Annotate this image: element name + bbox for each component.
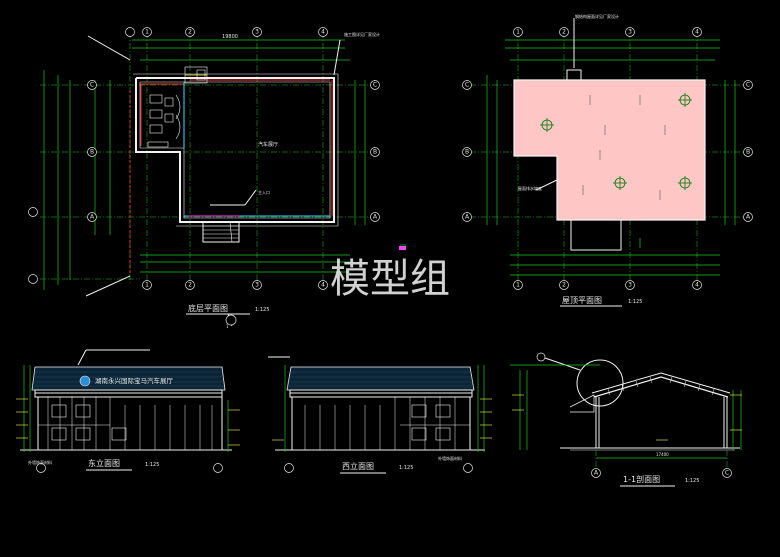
section-axis-right: C (725, 470, 729, 477)
roof-grid-bottom-1: 1 (516, 282, 520, 289)
plan-note-top: 施工图详见厂家设计 (344, 31, 380, 37)
roof-grid-bottom-3: 3 (628, 282, 632, 289)
ground-floor-caption: 底层平面图 (188, 303, 228, 313)
watermark-text: 模型组 (330, 256, 450, 302)
east-elevation-scale: 1:125 (145, 462, 159, 468)
section-mark-label: 1 (226, 324, 229, 329)
roof-grid-4: 4 (695, 29, 699, 36)
roof-plan: 1 2 3 4 1 2 3 4 C B A C B A 钢结构屋面详见厂家设计 … (462, 13, 753, 307)
grid-bubbles-side: C B A C B A (28, 80, 380, 284)
ground-floor-plan: 1 2 3 4 1 2 3 4 C B A C B A 19800 施工图详见厂… (28, 27, 406, 329)
roof-grid-b-right: B (746, 149, 750, 156)
room-label: 汽车展厅 (258, 141, 278, 148)
roof-grid-1: 1 (516, 29, 520, 36)
grid-label-1: 1 (145, 29, 149, 36)
entrance-label: 主入口 (258, 189, 270, 195)
roof-grid-3: 3 (628, 29, 632, 36)
west-note: 外墙饰面材料 (438, 455, 462, 461)
grid-label-bottom-3: 3 (255, 282, 259, 289)
roof-grid-bottom-4: 4 (695, 282, 699, 289)
east-elevation-caption: 东立面图 (88, 458, 120, 468)
roof-grid-a-left: A (465, 214, 470, 221)
east-elevation: 湖南永兴国际宝马汽车展厅 (16, 349, 240, 473)
roof-grid-c-right: C (746, 82, 750, 89)
grid-label-3: 3 (255, 29, 259, 36)
section-caption: 1-1剖面图 (623, 474, 660, 484)
plan-dimension-top: 19800 (222, 34, 238, 40)
section-1-1: A C 17400 1-1剖面图 1:125 (510, 352, 742, 487)
section-span-label: 17400 (656, 452, 669, 457)
grid-bubbles-bottom: 1 2 3 4 (142, 280, 328, 290)
grid-label-bottom-2: 2 (188, 282, 192, 289)
east-sign-text: 湖南永兴国际宝马汽车展厅 (95, 376, 174, 385)
grid-label-a-right: A (373, 214, 378, 221)
roof-grid-a-right: A (746, 214, 751, 221)
roof-grid-2: 2 (562, 29, 566, 36)
west-elevation-caption: 西立面图 (342, 461, 374, 471)
grid-label-bottom-1: 1 (145, 282, 149, 289)
roof-note-top: 钢结构屋面详见厂家设计 (575, 13, 619, 19)
grid-label-a-left: A (90, 214, 95, 221)
grid-bubbles-top: 1 2 3 4 (125, 27, 328, 37)
section-axis-left: A (594, 470, 599, 477)
grid-label-c-left: C (90, 82, 94, 89)
grid-label-b-right: B (373, 149, 377, 156)
west-elevation: 外墙饰面材料 西立面图 1:125 (268, 356, 492, 474)
grid-label-c-right: C (373, 82, 377, 89)
roof-grid-b-left: B (465, 149, 469, 156)
grid-label-b-left: B (90, 149, 94, 156)
roof-note-left: 屋面排水坡度 (518, 185, 542, 191)
roof-grid-c-left: C (465, 82, 469, 89)
grid-label-4: 4 (321, 29, 325, 36)
roof-grid-bottom-2: 2 (562, 282, 566, 289)
west-elevation-scale: 1:125 (399, 465, 413, 471)
section-scale: 1:125 (685, 478, 699, 484)
roof-plan-caption: 屋顶平面图 (562, 296, 602, 305)
grid-label-bottom-4: 4 (321, 282, 325, 289)
east-note: 外墙饰面材料 (28, 459, 52, 465)
grid-label-2: 2 (188, 29, 192, 36)
roof-plan-scale: 1:125 (628, 299, 642, 305)
ground-floor-scale: 1:125 (255, 307, 269, 313)
